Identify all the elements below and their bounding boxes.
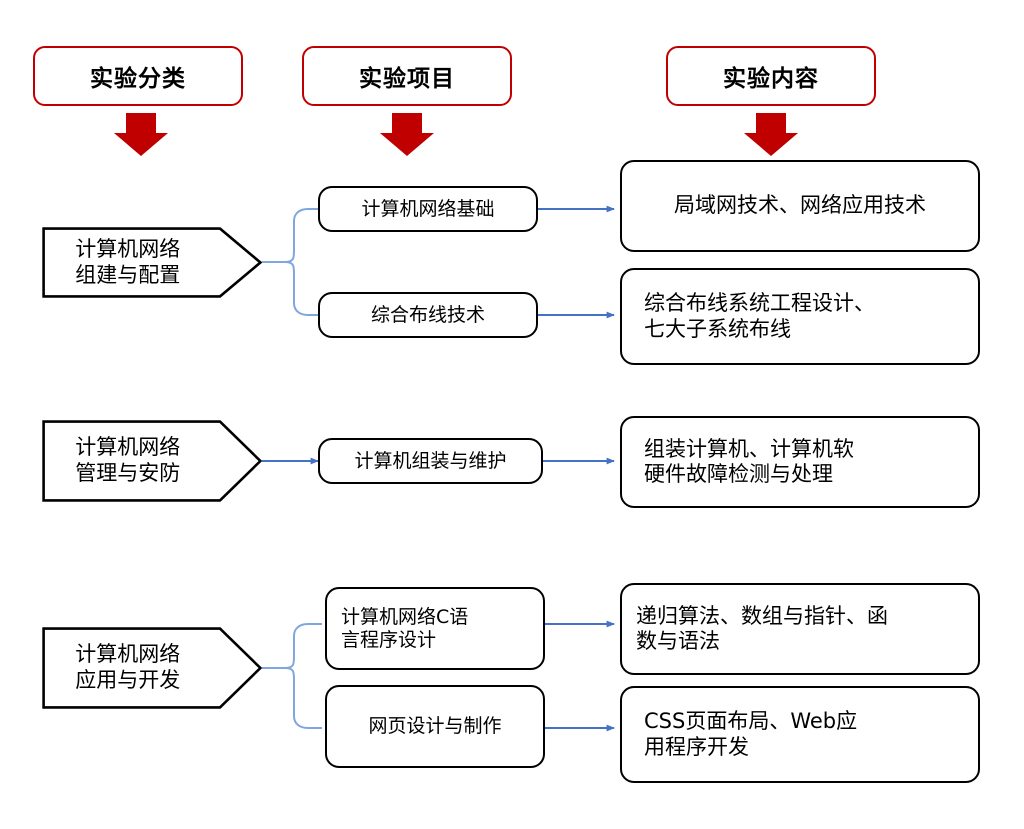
category-label-row2: 计算机网络 管理与安防: [75, 435, 181, 485]
down-arrow-icon-content: [744, 113, 798, 156]
content-label-row3-item1: 递归算法、数组与指针、函 数与语法: [636, 603, 888, 653]
project-label-row2-item1: 计算机组装与维护: [354, 449, 507, 472]
content-box-row3-item1[interactable]: 递归算法、数组与指针、函 数与语法: [620, 583, 980, 675]
content-label-row1-item2: 综合布线系统工程设计、 七大子系统布线: [644, 291, 875, 341]
category-shape-row1: 计算机网络 组建与配置: [42, 227, 262, 298]
header-box-content: 实验内容: [666, 46, 876, 106]
category-shape-row3: 计算机网络 应用与开发: [42, 627, 262, 709]
header-box-project: 实验项目: [302, 46, 512, 106]
project-box-row1-item1[interactable]: 计算机网络基础: [318, 186, 538, 232]
header-box-classification: 实验分类: [33, 46, 243, 106]
content-label-row1-item1: 局域网技术、网络应用技术: [674, 193, 926, 218]
project-label-row1-item1: 计算机网络基础: [361, 197, 495, 220]
category-shape-row2: 计算机网络 管理与安防: [42, 420, 262, 502]
content-box-row3-item2[interactable]: CSS页面布局、Web应 用程序开发: [620, 686, 980, 783]
category-label-row1: 计算机网络 组建与配置: [75, 236, 181, 287]
project-box-row3-item2[interactable]: 网页设计与制作: [325, 685, 545, 768]
project-box-row3-item1[interactable]: 计算机网络C语 言程序设计: [325, 587, 545, 670]
content-label-row2-item1: 组装计算机、计算机软 硬件故障检测与处理: [644, 436, 854, 486]
content-box-row1-item1[interactable]: 局域网技术、网络应用技术: [620, 160, 980, 252]
project-label-row3-item2: 网页设计与制作: [368, 715, 502, 738]
header-label-classification: 实验分类: [90, 66, 186, 92]
branch-connector-row1: [262, 208, 318, 316]
content-box-row1-item2[interactable]: 综合布线系统工程设计、 七大子系统布线: [620, 268, 980, 365]
content-label-row3-item2: CSS页面布局、Web应 用程序开发: [644, 709, 858, 759]
header-label-content: 实验内容: [723, 66, 819, 92]
down-arrow-icon-project: [380, 113, 434, 156]
project-box-row2-item1[interactable]: 计算机组装与维护: [318, 438, 543, 484]
project-label-row3-item1: 计算机网络C语 言程序设计: [341, 605, 469, 651]
down-arrow-icon-classification: [114, 113, 168, 156]
category-label-row3: 计算机网络 应用与开发: [75, 642, 181, 692]
branch-connector-row3: [262, 623, 322, 729]
content-box-row2-item1[interactable]: 组装计算机、计算机软 硬件故障检测与处理: [620, 416, 980, 508]
project-box-row1-item2[interactable]: 综合布线技术: [318, 292, 538, 338]
project-label-row1-item2: 综合布线技术: [370, 303, 485, 326]
header-label-project: 实验项目: [359, 66, 455, 92]
